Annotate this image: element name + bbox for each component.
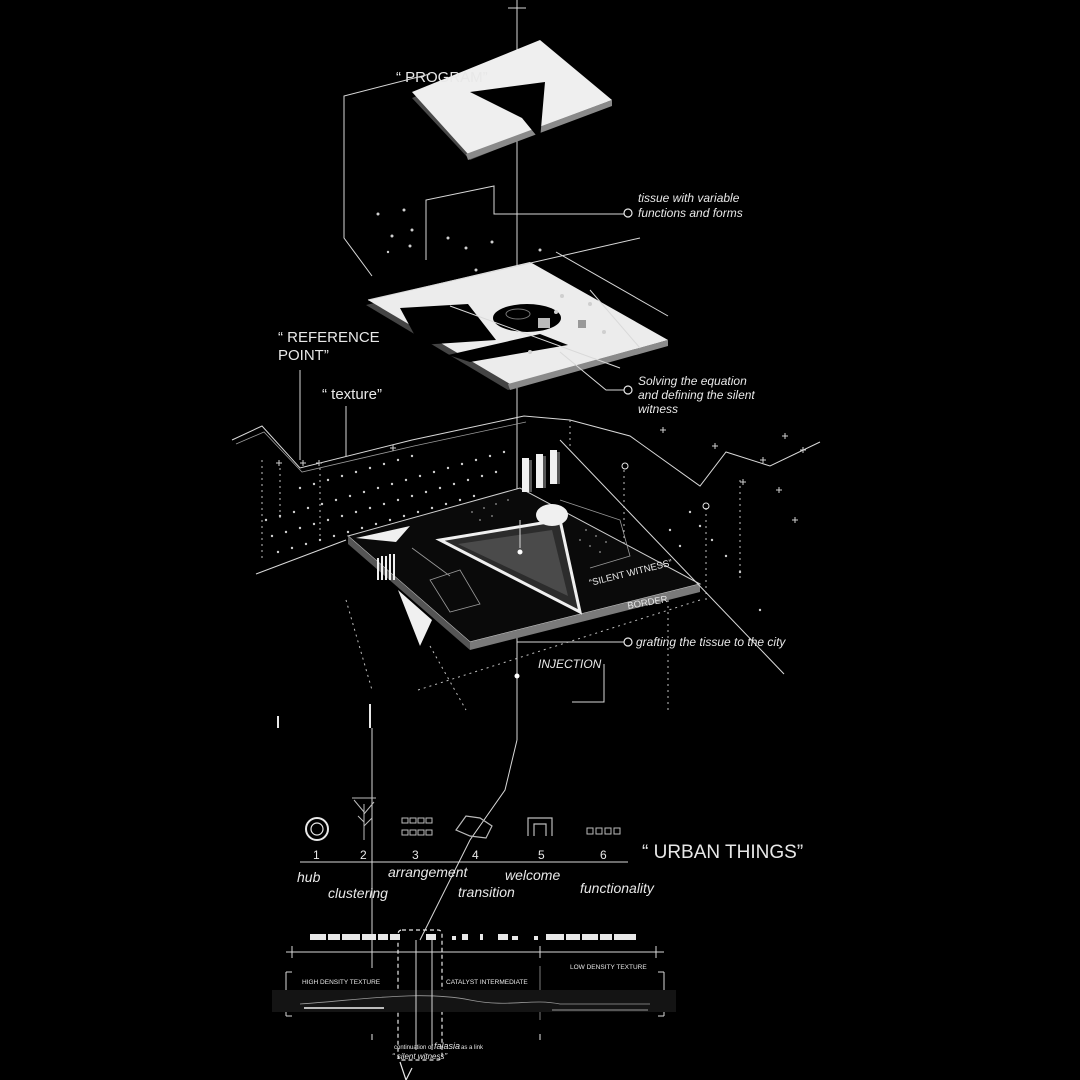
program-label: “ PROGRAM” <box>396 69 488 86</box>
tissue-plate <box>366 262 668 390</box>
urban-thing-number: 5 <box>538 848 545 862</box>
urban-thing-name: arrangement <box>388 864 468 880</box>
grafting-marker-icon <box>624 638 632 646</box>
solving-label-line2: and defining the silent <box>638 388 755 402</box>
grafting-label: grafting the tissue to the city <box>636 635 786 649</box>
texture-label: “ texture” <box>322 386 382 403</box>
catalyst-label: CATALYST INTERMEDIATE <box>446 979 528 986</box>
urban-thing-number: 4 <box>472 848 479 862</box>
solving-label-line1: Solving the equation <box>638 374 747 388</box>
tissue-label-line1: tissue with variable <box>638 191 740 205</box>
tissue-label-line2: functions and forms <box>638 206 743 220</box>
caption-continuation: continuation of <box>394 1045 433 1051</box>
caption-falasia: falasia <box>434 1041 460 1051</box>
urban-thing-name: functionality <box>580 880 655 896</box>
urban-thing-number: 2 <box>360 848 367 862</box>
urban-thing-name: transition <box>458 884 515 900</box>
low-density-label: LOW DENSITY TEXTURE <box>570 964 647 971</box>
node-marker-icon <box>622 463 628 469</box>
reference-label-line1: “ REFERENCE <box>278 329 380 346</box>
reference-label-line2: POINT” <box>278 347 329 364</box>
urban-thing-number: 3 <box>412 848 419 862</box>
gate-icon <box>528 818 552 836</box>
solving-marker-icon <box>624 386 632 394</box>
ring-icon <box>306 818 328 840</box>
tissue-marker-icon <box>624 209 632 217</box>
urban-thing-number: 6 <box>600 848 607 862</box>
section-strip <box>272 930 676 1060</box>
building-pattern <box>310 934 636 940</box>
high-density-label: HIGH DENSITY TEXTURE <box>302 979 381 986</box>
urban-things-title: “ URBAN THINGS” <box>642 842 803 863</box>
urban-thing-number: 1 <box>313 848 320 862</box>
urban-thing-name: clustering <box>328 885 388 901</box>
program-plate <box>412 40 612 160</box>
tick-marks <box>278 704 370 728</box>
blocks-icon <box>587 828 620 834</box>
urban-things-legend: 1 2 3 4 5 6 hub clustering arrangement t… <box>297 798 803 901</box>
urban-thing-name: welcome <box>505 867 560 883</box>
injection-label: INJECTION <box>538 657 602 671</box>
grid-icon <box>402 818 432 835</box>
urban-thing-name: hub <box>297 869 321 885</box>
caption-silent-witness: “ silent witness” <box>392 1052 447 1061</box>
solving-label-line3: witness <box>638 402 678 416</box>
site-plate <box>348 450 700 650</box>
caption-as-link: as a link <box>461 1045 484 1051</box>
